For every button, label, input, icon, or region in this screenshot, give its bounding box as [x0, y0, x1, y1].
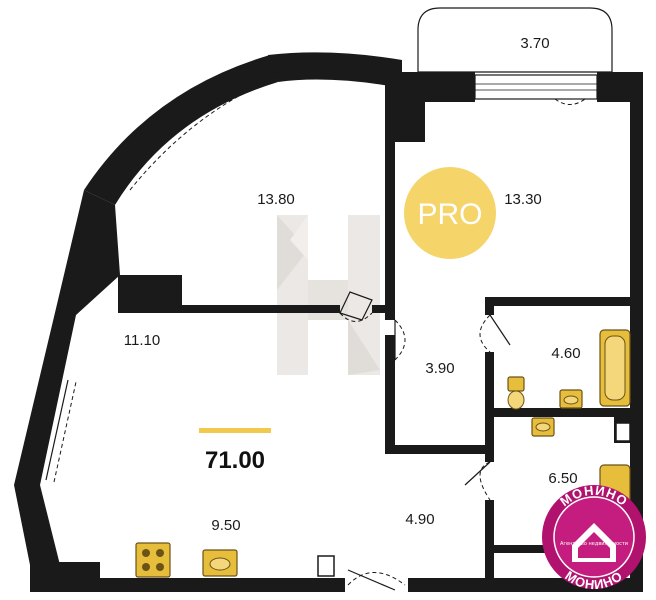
watermark-logo — [277, 215, 380, 375]
room-area-corridor: 3.90 — [425, 360, 454, 377]
walls — [14, 52, 643, 592]
riser-box — [317, 555, 335, 577]
toilet-icon — [507, 376, 525, 392]
riser-box-2 — [615, 422, 631, 442]
total-area-value: 71.00 — [205, 447, 265, 474]
room-area-toilet: 6.50 — [548, 470, 577, 487]
agency-badge-caption: Агентство недвижимости — [560, 541, 628, 547]
doors — [339, 291, 511, 591]
room-area-balcony: 3.70 — [520, 35, 549, 52]
pro-badge-label: PRO — [417, 198, 482, 231]
stove-icon — [135, 542, 171, 578]
room-area-entrance: 4.90 — [405, 511, 434, 528]
room-area-bathroom: 4.60 — [551, 345, 580, 362]
room-area-kitchen: 9.50 — [211, 517, 240, 534]
pro-badge: PRO — [404, 167, 496, 259]
room-area-hall-left: 11.10 — [124, 332, 160, 349]
windows-left — [45, 67, 267, 483]
balcony — [417, 7, 613, 105]
room-area-bedroom: 13.80 — [257, 191, 295, 208]
total-area-bar — [199, 428, 271, 433]
room-area-living: 13.30 — [504, 191, 542, 208]
room-labels: 3.70 13.80 13.30 11.10 3.90 4.60 6.50 9.… — [124, 35, 581, 534]
